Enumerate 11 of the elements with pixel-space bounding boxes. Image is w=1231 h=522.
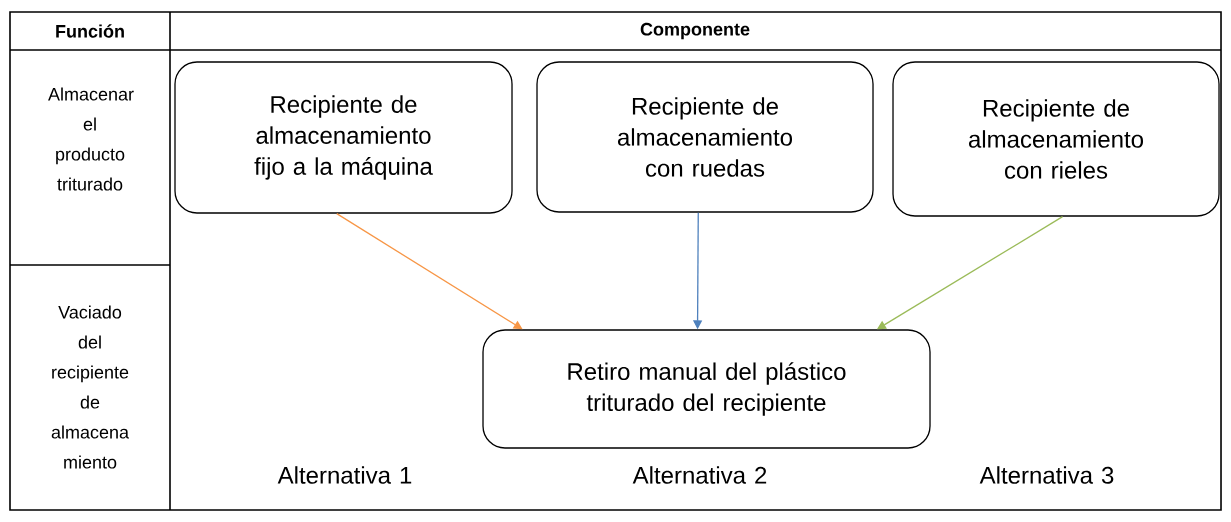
process-box: Recipiente de almacenamiento fijo a la máquina — [174, 61, 513, 214]
arrow — [336, 213, 523, 330]
table-cell: Almacenar el producto triturado — [48, 87, 134, 191]
column-header: Función — [56, 24, 124, 38]
alternative-label: Alternativa 1 — [277, 466, 412, 484]
process-box: Recipiente de almacenamiento con rieles — [892, 61, 1220, 217]
column-header: Componente — [640, 22, 750, 40]
alternative-label: Alternativa 3 — [979, 466, 1114, 484]
process-box: Retiro manual del plástico triturado del recipiente — [482, 329, 931, 449]
process-box: Recipiente de almacenamiento con ruedas — [536, 61, 874, 213]
table-cell: Vaciado del recipiente de almacena miento — [51, 305, 129, 469]
